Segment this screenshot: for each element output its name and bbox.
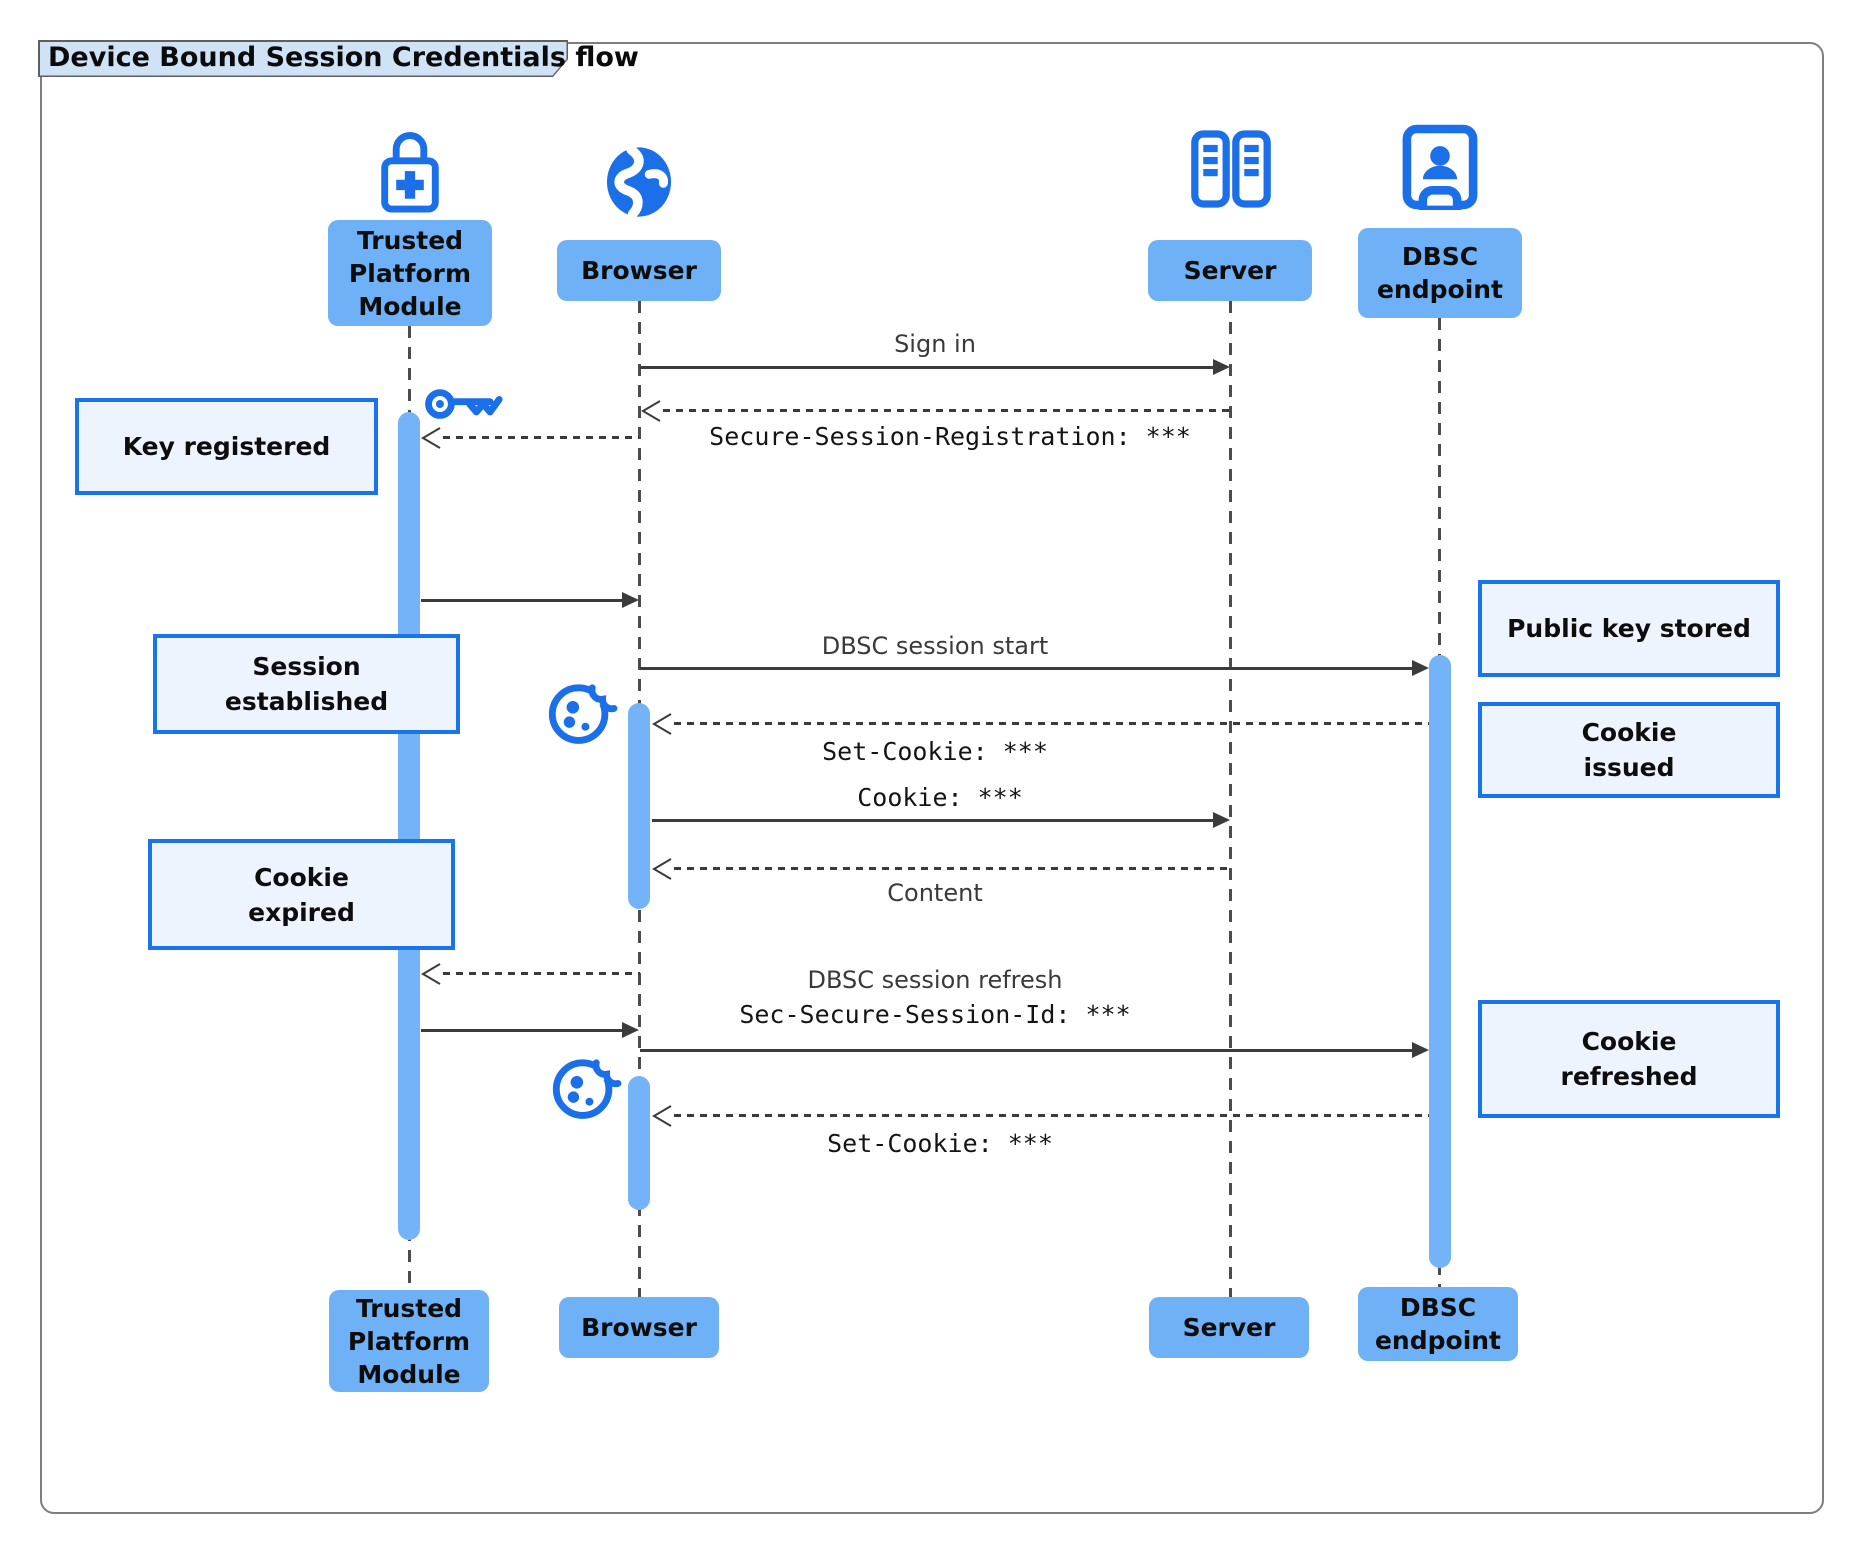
message-label-session-id: Sec-Secure-Session-Id: *** bbox=[739, 1000, 1131, 1029]
message-line-dbsc-refresh bbox=[640, 1049, 1412, 1052]
actor-top-dbsc: DBSC endpoint bbox=[1358, 228, 1522, 318]
note-cookie-refreshed: Cookie refreshed bbox=[1478, 1000, 1780, 1118]
cookie-icon bbox=[552, 1056, 622, 1119]
message-line-cookie bbox=[652, 819, 1213, 822]
actor-bottom-tpm: Trusted Platform Module bbox=[329, 1290, 489, 1392]
message-label-sign-in: Sign in bbox=[894, 330, 976, 358]
activation-browser-1 bbox=[628, 703, 650, 909]
message-line-key-response bbox=[421, 599, 622, 602]
message-line-dbsc-start bbox=[640, 667, 1412, 670]
message-label-set-cookie-2: Set-Cookie: *** bbox=[827, 1129, 1053, 1158]
lifeline-server bbox=[1229, 301, 1232, 1297]
message-line-set-cookie-2 bbox=[674, 1114, 1429, 1117]
diagram-title: Device Bound Session Credentials flow bbox=[48, 42, 639, 73]
message-line-expired-notify bbox=[443, 972, 640, 975]
open-arrowhead bbox=[421, 963, 441, 985]
message-line-register-key bbox=[443, 436, 639, 439]
note-key-registered: Key registered bbox=[75, 398, 378, 495]
message-line-session-registration bbox=[663, 409, 1230, 412]
message-line-content bbox=[674, 867, 1230, 870]
actor-top-browser: Browser bbox=[557, 240, 721, 301]
arrowhead bbox=[1412, 1042, 1429, 1058]
message-label-dbsc-refresh: DBSC session refresh bbox=[807, 966, 1063, 994]
globe-icon bbox=[606, 145, 672, 219]
message-label-cookie: Cookie: *** bbox=[857, 783, 1023, 812]
arrowhead bbox=[622, 592, 639, 608]
lock-plus-icon bbox=[381, 132, 439, 213]
actor-bottom-browser: Browser bbox=[559, 1297, 719, 1358]
message-label-set-cookie-1: Set-Cookie: *** bbox=[822, 737, 1048, 766]
note-session-established: Session established bbox=[153, 634, 460, 734]
message-line-set-cookie-1 bbox=[674, 722, 1429, 725]
actor-top-tpm: Trusted Platform Module bbox=[328, 220, 492, 326]
server-rack-icon bbox=[1191, 130, 1271, 208]
id-badge-icon bbox=[1402, 124, 1478, 210]
note-cookie-issued: Cookie issued bbox=[1478, 702, 1780, 798]
diagram-frame bbox=[40, 42, 1824, 1514]
arrowhead bbox=[622, 1022, 639, 1038]
activation-dbsc bbox=[1429, 655, 1451, 1268]
open-arrowhead bbox=[421, 427, 441, 449]
message-label-session-registration: Secure-Session-Registration: *** bbox=[709, 422, 1191, 451]
cookie-icon bbox=[548, 681, 618, 744]
actor-top-server: Server bbox=[1148, 240, 1312, 301]
note-cookie-expired: Cookie expired bbox=[148, 839, 455, 950]
open-arrowhead bbox=[641, 400, 661, 422]
arrowhead bbox=[1213, 812, 1230, 828]
open-arrowhead bbox=[652, 1105, 672, 1127]
message-line-sign-in bbox=[640, 366, 1213, 369]
open-arrowhead bbox=[652, 858, 672, 880]
arrowhead bbox=[1213, 359, 1230, 375]
message-label-content: Content bbox=[887, 879, 983, 907]
activation-browser-2 bbox=[628, 1076, 650, 1210]
message-line-refresh-sign bbox=[421, 1029, 622, 1032]
activation-tpm bbox=[398, 412, 420, 1240]
open-arrowhead bbox=[652, 713, 672, 735]
message-label-dbsc-start: DBSC session start bbox=[821, 632, 1049, 660]
arrowhead bbox=[1412, 660, 1429, 676]
actor-bottom-server: Server bbox=[1149, 1297, 1309, 1358]
actor-bottom-dbsc: DBSC endpoint bbox=[1358, 1287, 1518, 1361]
note-public-key-stored: Public key stored bbox=[1478, 580, 1780, 677]
key-icon bbox=[425, 389, 503, 419]
title-tab bbox=[40, 42, 567, 76]
